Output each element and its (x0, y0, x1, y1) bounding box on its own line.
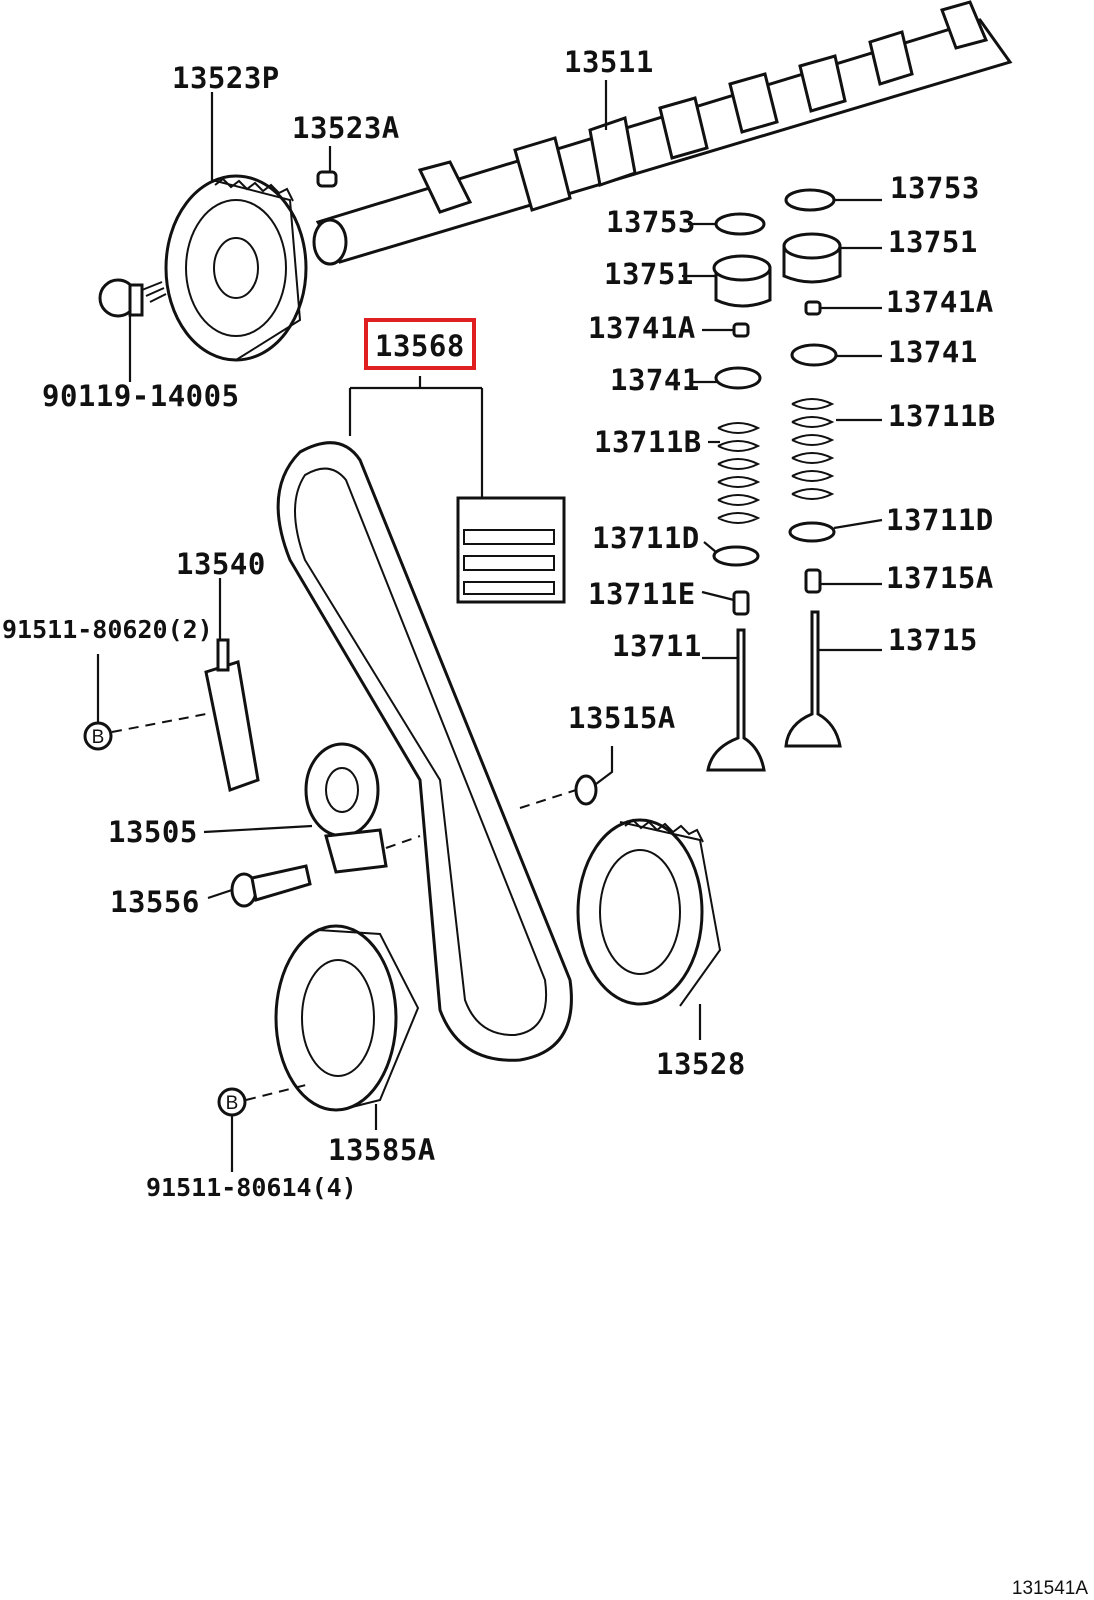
bolt-marker-lower: B (217, 1087, 247, 1117)
tensioner-pulley (304, 742, 388, 874)
timing-belt (276, 441, 573, 1062)
dashed-links (111, 713, 577, 1101)
callout-13556: 13556 (110, 885, 200, 919)
callout-13711B-right: 13711B (888, 399, 996, 433)
camshaft-key (316, 170, 338, 188)
callout-13715A: 13715A (886, 561, 994, 595)
callout-13585A: 13585A (328, 1133, 436, 1167)
callout-13753-left: 13753 (606, 205, 696, 239)
belt-label-card (456, 496, 566, 604)
callout-91511-80614: 91511-80614(4) (146, 1173, 357, 1202)
callout-13711B-left: 13711B (594, 425, 702, 459)
callout-13523A: 13523A (292, 111, 400, 145)
bolt-marker-text: B (92, 727, 105, 748)
callout-13528: 13528 (656, 1047, 746, 1081)
crankshaft-pulley (274, 924, 420, 1112)
callout-13711D-left: 13711D (592, 521, 700, 555)
callout-13540: 13540 (176, 547, 266, 581)
leader-lines (96, 80, 883, 1172)
callout-13741-right: 13741 (888, 335, 978, 369)
pulley-bolt (230, 864, 312, 908)
crankshaft-timing-pulley (576, 818, 722, 1007)
callout-91511-80620: 91511-80620(2) (2, 615, 213, 644)
callout-13511: 13511 (564, 45, 654, 79)
belt-tensioner (204, 638, 260, 792)
callout-13715: 13715 (888, 623, 978, 657)
valve-train-right (782, 188, 842, 748)
callout-13751-right: 13751 (888, 225, 978, 259)
valve-train-left (706, 212, 772, 772)
callout-13505: 13505 (108, 815, 198, 849)
callout-90119-14005: 90119-14005 (42, 379, 240, 413)
sprocket-bolt (98, 278, 167, 318)
callout-13741A-left: 13741A (588, 311, 696, 345)
figure-reference: 131541A (1012, 1578, 1088, 1599)
callout-13751-left: 13751 (604, 257, 694, 291)
camshaft (312, 0, 1013, 266)
camshaft-sprocket (164, 174, 308, 362)
bolt-marker-upper: B (83, 721, 113, 751)
callout-13711E: 13711E (588, 577, 696, 611)
callout-13711: 13711 (612, 629, 702, 663)
callout-13568: 13568 (375, 329, 465, 363)
bolt-marker-text: B (226, 1093, 239, 1114)
callout-13741A-right: 13741A (886, 285, 994, 319)
callout-13515A: 13515A (568, 701, 676, 735)
highlight-box-13568 (364, 318, 476, 370)
callout-13523P: 13523P (172, 61, 280, 95)
callout-13711D-right: 13711D (886, 503, 994, 537)
callout-13753-right: 13753 (890, 171, 980, 205)
plug (574, 774, 598, 806)
callout-13741-left: 13741 (610, 363, 700, 397)
